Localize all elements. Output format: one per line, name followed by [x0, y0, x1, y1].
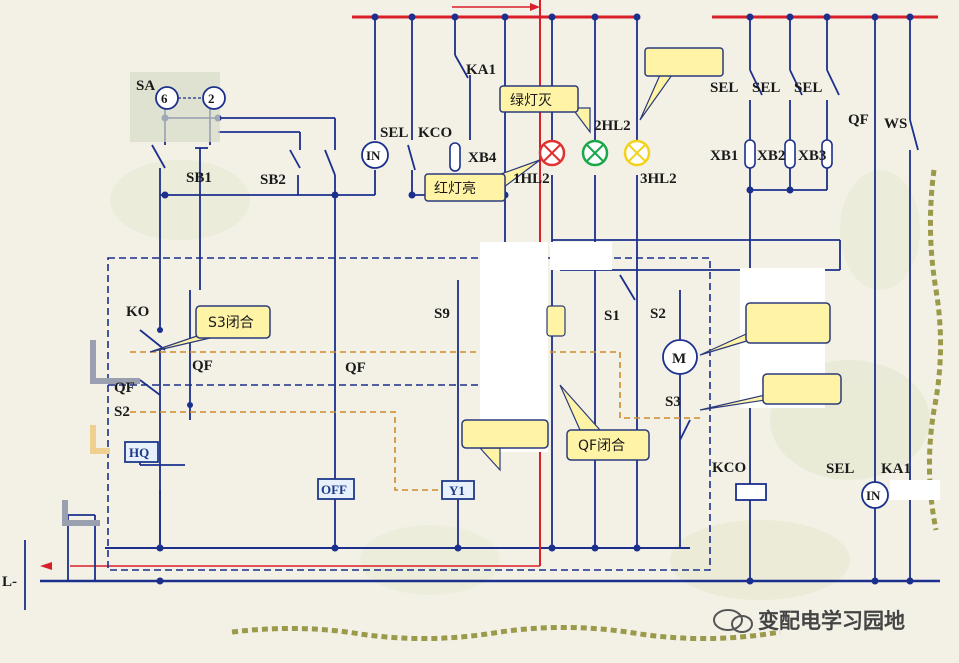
switch-contacts	[139, 54, 919, 441]
y1-label: Y1	[449, 483, 465, 498]
sel-r1-label: SEL	[710, 80, 738, 96]
kco-coil	[735, 483, 767, 501]
xb4-label: XB4	[468, 150, 497, 166]
callout-green-off-text: 绿灯灭	[510, 93, 552, 109]
callout-red-on: 红灯亮	[424, 159, 541, 202]
sb2-label: SB2	[260, 172, 286, 188]
sb1-label: SB1	[186, 170, 212, 186]
hl2-label: 2HL2	[594, 118, 631, 134]
obscured-regions	[480, 242, 940, 500]
ko-label: KO	[126, 304, 149, 320]
callout-s3-closed: S3闭合	[149, 305, 271, 353]
s2-mid-label: S2	[650, 306, 666, 322]
wiring	[24, 17, 911, 610]
sel-bottom-label: SEL	[826, 461, 854, 477]
kco-top-label: KCO	[418, 125, 452, 141]
hl3-label: 3HL2	[640, 171, 677, 187]
callout-green-off: 绿灯灭	[499, 85, 591, 134]
watermark: 变配电学习园地	[713, 609, 905, 633]
motor-label: M	[672, 351, 686, 367]
ka1-bottom-label: KA1	[881, 461, 911, 477]
s9-label: S9	[434, 306, 450, 322]
qf-right-label: QF	[848, 112, 869, 128]
lamp-3hl2	[623, 139, 651, 167]
y1-box: Y1	[441, 480, 475, 500]
s2-left-label: S2	[114, 404, 130, 420]
off-box: OFF	[317, 478, 355, 500]
lamp-1hl2	[538, 139, 566, 167]
sa-switch: 6 2	[130, 72, 226, 142]
s3-label: S3	[665, 394, 681, 410]
hl1-label: 1HL2	[513, 171, 550, 187]
hq-box: HQ	[124, 441, 159, 463]
in-bottom-label: IN	[866, 488, 881, 503]
dashed-boundaries	[107, 257, 711, 571]
callout-red-on-text: 红灯亮	[434, 180, 476, 197]
callout-s3-closed-text: S3闭合	[208, 315, 254, 331]
callout-blank-1	[639, 47, 724, 121]
callout-blank-2	[461, 419, 549, 472]
off-label: OFF	[321, 482, 347, 497]
hq-label: HQ	[129, 445, 149, 460]
top-bus	[352, 3, 938, 19]
xb1-label: XB1	[710, 148, 738, 164]
callout-qf-closed-text: QF闭合	[578, 438, 625, 454]
callout-blank-5	[546, 305, 566, 337]
sa-2-label: 2	[208, 91, 215, 106]
fuse-links	[449, 139, 833, 172]
wavy-border	[231, 169, 944, 642]
callout-blank-4	[699, 373, 842, 411]
qf-left-label: QF	[114, 380, 135, 396]
labels: SA SB1 SB2 KO QF QF S2 QF S9 SEL KCO XB4…	[2, 62, 911, 590]
callout-qf-closed: QF闭合	[559, 384, 650, 461]
callout-blank-3	[699, 302, 831, 356]
mechanical-arms	[62, 340, 140, 526]
sel-top-label: SEL	[380, 125, 408, 141]
qf-mid-label: QF	[345, 360, 366, 376]
watermark-text: 变配电学习园地	[758, 609, 905, 633]
kco-bottom-label: KCO	[712, 460, 746, 476]
lamp-2hl2	[581, 139, 609, 167]
l-minus-label: L-	[2, 574, 17, 590]
sa-6-label: 6	[161, 91, 168, 106]
ws-label: WS	[884, 116, 907, 132]
sel-r2-label: SEL	[752, 80, 780, 96]
xb2-label: XB2	[757, 148, 785, 164]
ka1-top-label: KA1	[466, 62, 496, 78]
sel-r3-label: SEL	[794, 80, 822, 96]
in-meter-bottom: IN	[861, 481, 889, 509]
in-top-label: IN	[366, 148, 381, 163]
qf-left2-label: QF	[192, 358, 213, 374]
motor: M	[662, 339, 698, 375]
in-meter-top: IN	[361, 141, 389, 169]
sa-label: SA	[136, 78, 155, 94]
junction-dots	[156, 13, 914, 585]
xb3-label: XB3	[798, 148, 826, 164]
s1-label: S1	[604, 308, 620, 324]
